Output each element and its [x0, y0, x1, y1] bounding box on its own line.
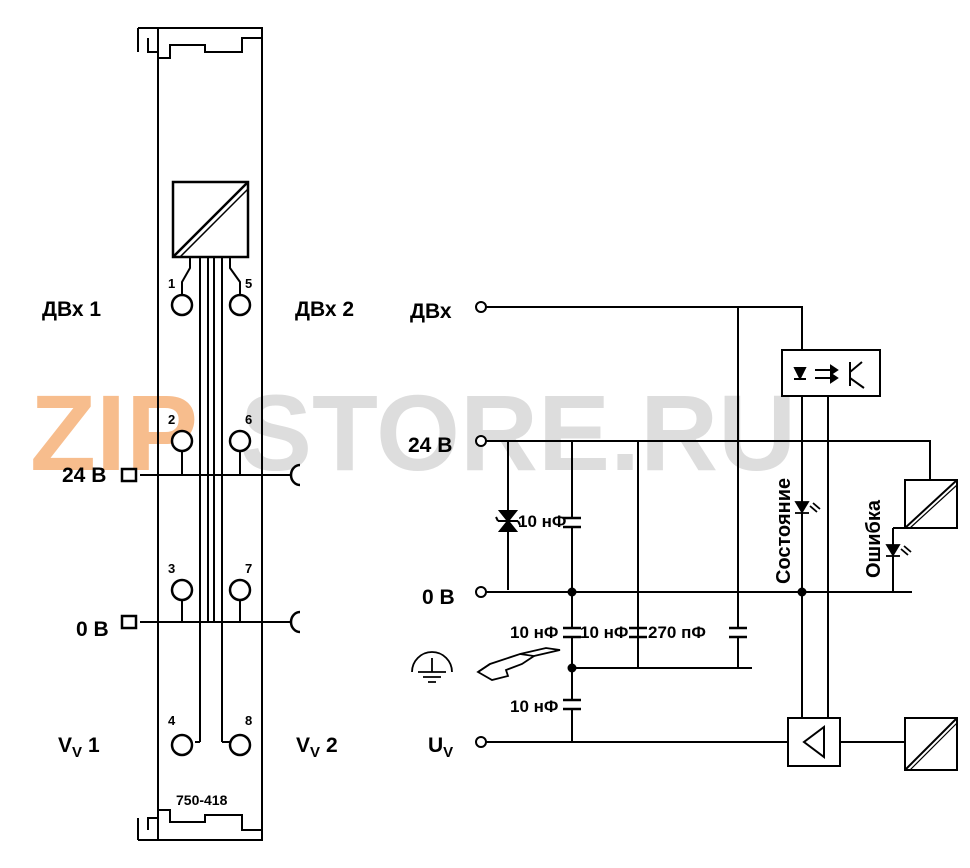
- din-rail-icon: [476, 647, 561, 681]
- schematic: [486, 306, 958, 771]
- wire-dbx: [486, 306, 803, 350]
- pin-number: 5: [245, 276, 252, 291]
- pin-number: 3: [168, 561, 175, 576]
- node-uv: [475, 736, 487, 748]
- label-uv: UV: [428, 734, 453, 761]
- label-24v: 24 В: [62, 464, 106, 487]
- label-0v-right: 0 В: [422, 586, 455, 609]
- label-c4: 270 пФ: [648, 623, 706, 642]
- label-dbx: ДВх: [410, 300, 452, 323]
- module-terminals: [170, 293, 252, 757]
- capacitor-c1: [563, 516, 581, 529]
- node-0v: [475, 586, 487, 598]
- contact-0v: [120, 614, 138, 630]
- lead-1: [181, 257, 191, 294]
- contact-0v-right: [289, 610, 301, 634]
- pin-number: 1: [168, 276, 175, 291]
- label-dbx2: ДВх 2: [295, 298, 354, 321]
- label-c3: 10 нФ: [580, 623, 628, 642]
- bottom-latch: [138, 809, 263, 841]
- label-dbx1: ДВх 1: [42, 298, 101, 321]
- module-model: 750-418: [176, 792, 228, 808]
- wire-24v: [486, 440, 931, 480]
- error-led-icon: [885, 544, 912, 557]
- optocoupler-internals: [793, 361, 865, 389]
- pin-number: 6: [245, 412, 252, 427]
- module-housing: [157, 38, 263, 830]
- label-error: Ошибка: [863, 499, 885, 578]
- capacitor-c5: [563, 698, 581, 711]
- terminal-4: [170, 733, 194, 757]
- capacitor-c2: [563, 626, 581, 639]
- contact-24v-right: [289, 463, 301, 487]
- converter-right-bottom: [904, 717, 958, 771]
- status-led-icon: [794, 501, 821, 514]
- terminal-7: [228, 578, 252, 602]
- ground-icon: [411, 651, 453, 683]
- label-c1: 10 нФ: [518, 512, 566, 531]
- lead-5: [229, 257, 241, 294]
- module-drawing: [137, 27, 290, 841]
- top-latch: [138, 27, 263, 59]
- watermark-store: STORE.RU: [240, 372, 796, 493]
- pin-number: 2: [168, 412, 175, 427]
- tvs-diode: [495, 510, 521, 532]
- terminal-2: [170, 429, 194, 453]
- node-24v: [475, 435, 487, 447]
- label-0v: 0 В: [76, 618, 109, 641]
- terminal-5: [228, 293, 252, 317]
- pin-number: 7: [245, 561, 252, 576]
- pin-number: 4: [168, 713, 176, 728]
- label-c2: 10 нФ: [510, 623, 558, 642]
- label-c5: 10 нФ: [510, 697, 558, 716]
- amplifier-box: [787, 717, 841, 767]
- label-24v-right: 24 В: [408, 434, 452, 457]
- pin-number: 8: [245, 713, 252, 728]
- converter-box: [171, 180, 250, 259]
- converter-right-top: [904, 479, 958, 529]
- lead-vertical: [199, 257, 223, 742]
- terminal-6: [228, 429, 252, 453]
- terminal-8: [228, 733, 252, 757]
- watermark-zip: ZIP: [30, 372, 198, 493]
- label-status: Состояние: [773, 478, 795, 584]
- optocoupler: [781, 349, 881, 397]
- capacitor-c3: [629, 626, 647, 639]
- node-dbx: [475, 301, 487, 313]
- watermark: ZIP STORE.RU: [30, 372, 796, 493]
- contact-24v: [120, 467, 138, 483]
- capacitor-c4: [729, 626, 747, 639]
- terminal-3: [170, 578, 194, 602]
- terminal-1: [170, 293, 194, 317]
